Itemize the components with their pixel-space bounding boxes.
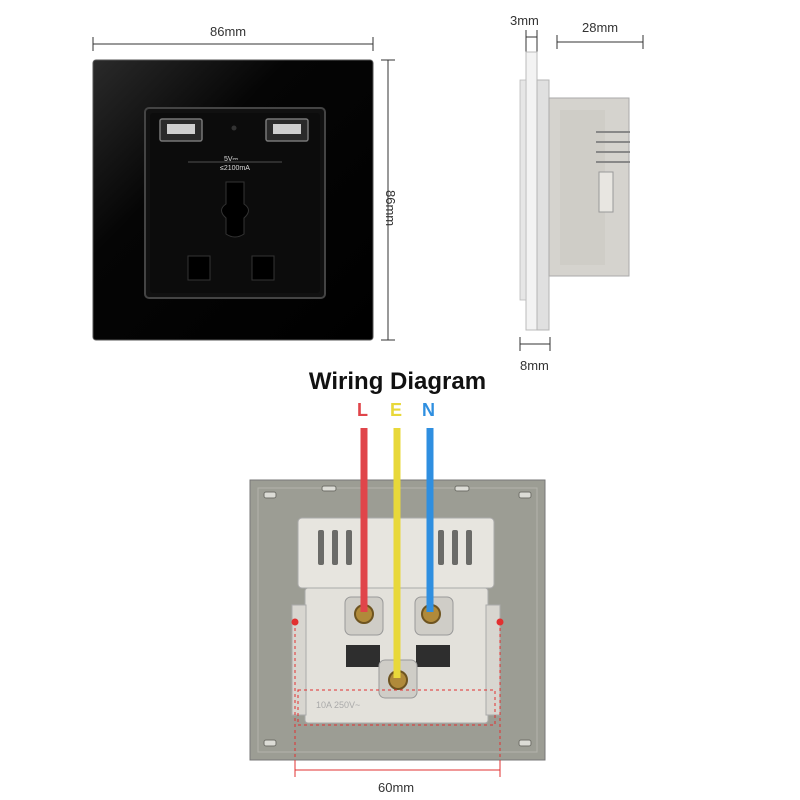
live-terminal <box>344 596 384 667</box>
earth-wire-label: E <box>390 400 403 420</box>
usb-port-right <box>265 118 309 142</box>
live-wire-label: L <box>357 400 368 420</box>
side-top-thickness-label: 3mm <box>510 13 539 28</box>
usb-rating-line1: 5V⎓ <box>224 156 239 163</box>
front-width-label: 86mm <box>210 24 247 39</box>
usb-port-left <box>159 118 203 142</box>
side-bottom-dimension <box>519 337 551 351</box>
side-depth-dimension <box>556 35 644 49</box>
side-top-dimension <box>525 30 538 52</box>
universal-outlet <box>187 181 275 281</box>
front-width-dimension <box>92 37 374 51</box>
side-bottom-thickness-label: 8mm <box>520 358 549 373</box>
front-height-dimension <box>381 59 395 341</box>
usb-rating-line2: ≤2100mA <box>220 165 250 172</box>
hole-spacing-label: 60mm <box>378 780 415 795</box>
hole-spacing-dimension <box>294 763 501 777</box>
neutral-terminal <box>414 596 454 667</box>
side-depth-label: 28mm <box>582 20 619 35</box>
rating-embossed-text: 10A 250V~ <box>316 700 361 710</box>
neutral-wire-label: N <box>422 400 435 420</box>
wiring-diagram-title: Wiring Diagram <box>308 368 487 395</box>
indicator-led <box>231 125 237 131</box>
